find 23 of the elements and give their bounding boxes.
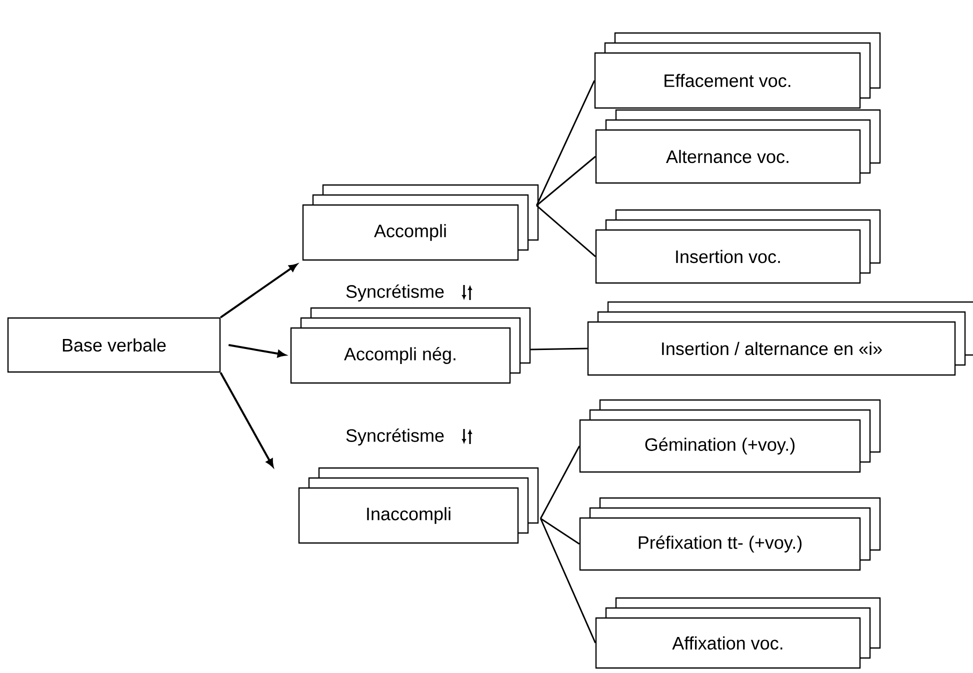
- arrow: [220, 264, 298, 318]
- stacked-box: Insertion voc.: [595, 209, 881, 284]
- connector-line: [536, 156, 596, 206]
- label-text: Syncrétisme: [346, 284, 444, 302]
- connector-line: [540, 518, 580, 545]
- arrow: [228, 344, 286, 358]
- stacked-box: Effacement voc.: [594, 32, 881, 109]
- stacked-box: Accompli nég.: [290, 307, 531, 384]
- arrow: [220, 372, 274, 468]
- process-box: Base verbale: [7, 317, 221, 373]
- stacked-box: Insertion / alternance en «i»: [587, 301, 973, 376]
- stacked-box: Alternance voc.: [595, 109, 881, 184]
- label-text: Syncrétisme: [346, 428, 444, 446]
- stacked-box: Gémination (+voy.): [579, 399, 881, 473]
- stacked-box: Accompli: [302, 184, 539, 261]
- stacked-box: Préfixation tt- (+voy.): [579, 497, 881, 571]
- connector-line: [540, 518, 596, 644]
- stacked-box: Affixation voc.: [595, 597, 881, 669]
- connector-line: [540, 446, 580, 519]
- connector-line: [536, 204, 596, 258]
- connector-line: [530, 348, 588, 350]
- connector-line: [536, 80, 596, 206]
- stacked-box: Inaccompli: [298, 467, 539, 544]
